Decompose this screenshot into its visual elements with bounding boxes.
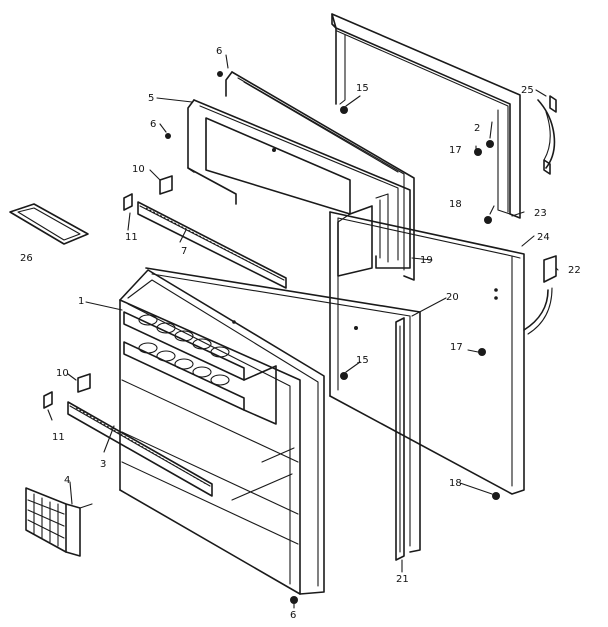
callout-10-top: 10: [132, 164, 145, 175]
callout-2: 2: [474, 123, 480, 134]
fresh-food-door-gasket-frame: [145, 267, 421, 561]
leader-lines: [47, 54, 559, 609]
callout-22: 22: [568, 265, 581, 276]
butter-compartment: [25, 487, 93, 557]
freezer-door-outer-panel: [331, 13, 521, 219]
callout-24: 24: [537, 232, 550, 243]
callout-18-bottom: 18: [449, 478, 462, 489]
freezer-door-gasket-frame: [225, 71, 415, 281]
fresh-food-shelf-rail: [67, 401, 213, 497]
callout-11-bottom: 11: [52, 432, 65, 443]
hardware-parts: [165, 71, 500, 604]
callout-1: 1: [78, 296, 84, 307]
freezer-door-liner: [187, 99, 411, 277]
callout-3: 3: [100, 459, 106, 470]
tray-part: [9, 203, 89, 245]
callout-21: 21: [396, 574, 409, 585]
fresh-food-door-liner: [119, 269, 325, 595]
callout-20: 20: [446, 292, 459, 303]
fresh-food-handle: [523, 255, 557, 335]
shelf-retainer-clips: [43, 175, 173, 409]
egg-tray-cups: [138, 314, 230, 386]
callout-17-bottom: 17: [450, 342, 463, 353]
freezer-shelf-rail: [137, 201, 287, 289]
callout-17-top: 17: [449, 145, 462, 156]
callout-labels: 6 5 6 10 11 7 26 15 25 2 17 18 23 24 19 …: [20, 46, 581, 621]
callout-15-bottom: 15: [356, 355, 369, 366]
callout-6-mid: 6: [150, 119, 156, 130]
freezer-handle: [537, 95, 557, 175]
callout-6-top: 6: [216, 46, 222, 57]
callout-19: 19: [420, 255, 433, 266]
callout-26: 26: [20, 253, 33, 264]
callout-15-top: 15: [356, 83, 369, 94]
callout-25: 25: [521, 85, 534, 96]
callout-23: 23: [534, 208, 547, 219]
callout-10-bottom: 10: [56, 368, 69, 379]
callout-7: 7: [181, 246, 187, 257]
callout-11-top: 11: [125, 232, 138, 243]
callout-5: 5: [148, 93, 154, 104]
callout-6-bottom: 6: [290, 610, 296, 621]
callout-18-top: 18: [449, 199, 462, 210]
callout-4: 4: [64, 475, 70, 486]
